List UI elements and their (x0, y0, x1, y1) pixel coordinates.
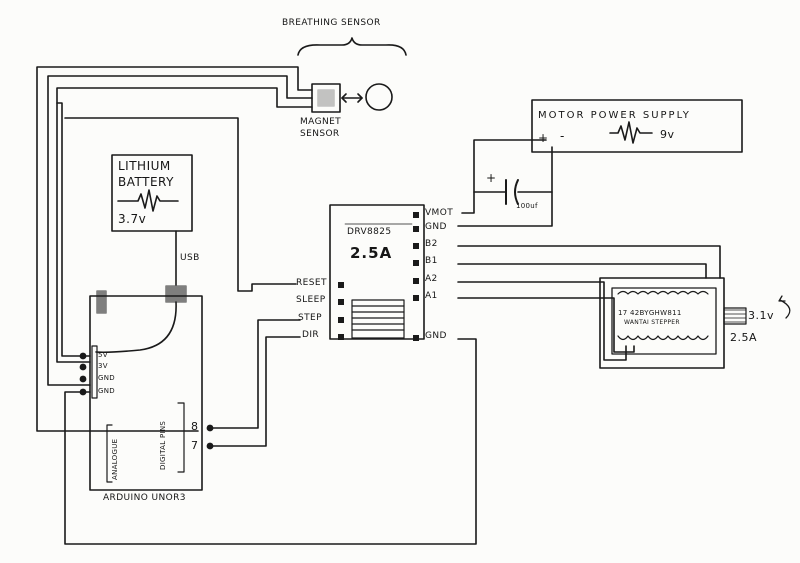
capacitor-plus: + (486, 171, 497, 185)
arduino-digital-pin-7: 7 (191, 439, 199, 452)
capacitor-value: 100uf (516, 202, 538, 210)
arduino-analogue-label: ANALOGUE (111, 438, 119, 480)
coil-wires (457, 245, 721, 361)
breathing-sensor-brace (297, 37, 407, 56)
stepper-current: 2.5A (730, 331, 758, 344)
driver-pin-sleep: SLEEP (296, 295, 326, 305)
driver-pin-gnd-top: GND (425, 222, 447, 232)
magnet-sensor-label-1: MAGNET (300, 117, 342, 127)
magnet-sensor-label-2: SENSOR (300, 129, 340, 139)
motor-supply-voltage: 9v (660, 128, 675, 141)
battery-label-2: BATTERY (118, 175, 174, 189)
arduino-pin-gnd-2: GND (98, 387, 115, 395)
magnet-sensor (311, 83, 393, 113)
driver-pin-dir: DIR (302, 330, 320, 340)
usb-power-cable (95, 301, 177, 354)
capacitor (505, 179, 519, 205)
ground-wire (64, 338, 477, 545)
breathing-sensor-title: BREATHING SENSOR (282, 18, 381, 28)
arduino-pin-3v: 3V (98, 362, 108, 370)
driver-pin-reset: RESET (296, 278, 327, 288)
driver-current: 2.5A (350, 244, 393, 262)
drv8825-driver (329, 204, 425, 340)
driver-heatsink (351, 299, 405, 339)
arduino-board (89, 285, 203, 491)
arduino-name: ARDUINO UNOR3 (103, 493, 186, 503)
driver-pin-a2: A2 (425, 274, 438, 284)
driver-pin-b1: B1 (425, 256, 438, 266)
usb-label: USB (180, 253, 200, 263)
battery-voltage: 3.7v (118, 212, 147, 226)
motor-supply-minus: - (560, 129, 565, 143)
reset-wire (64, 117, 297, 292)
arduino-digital-pin-8: 8 (191, 420, 199, 433)
arduino-pin-gnd-1: GND (98, 374, 115, 382)
driver-pin-step: STEP (298, 313, 322, 323)
signal-wires (209, 319, 301, 447)
stepper-motor (599, 277, 791, 369)
stepper-maker: WANTAI STEPPER (624, 319, 680, 326)
power-wires (457, 139, 553, 227)
driver-pin-gnd-bottom: GND (425, 331, 447, 341)
driver-pin-b2: B2 (425, 239, 438, 249)
driver-pin-a1: A1 (425, 291, 438, 301)
sensor-wires (36, 66, 313, 432)
lithium-battery (111, 154, 193, 232)
stepper-model: 17 42BYGHW811 (618, 309, 682, 317)
stepper-voltage: 3.1v (748, 309, 775, 322)
arduino-digital-label: DIGITAL PINS (159, 420, 167, 470)
battery-label-1: LITHIUM (118, 159, 171, 173)
motor-supply-plus: + (538, 131, 549, 145)
motor-supply-title: MOTOR POWER SUPPLY (538, 110, 691, 121)
driver-pins (338, 212, 419, 341)
motor-power-supply (531, 99, 743, 153)
arduino-pin-5v: 5V (98, 351, 108, 359)
driver-name: DRV8825 (347, 227, 392, 237)
driver-pin-vmot: VMOT (425, 208, 454, 218)
